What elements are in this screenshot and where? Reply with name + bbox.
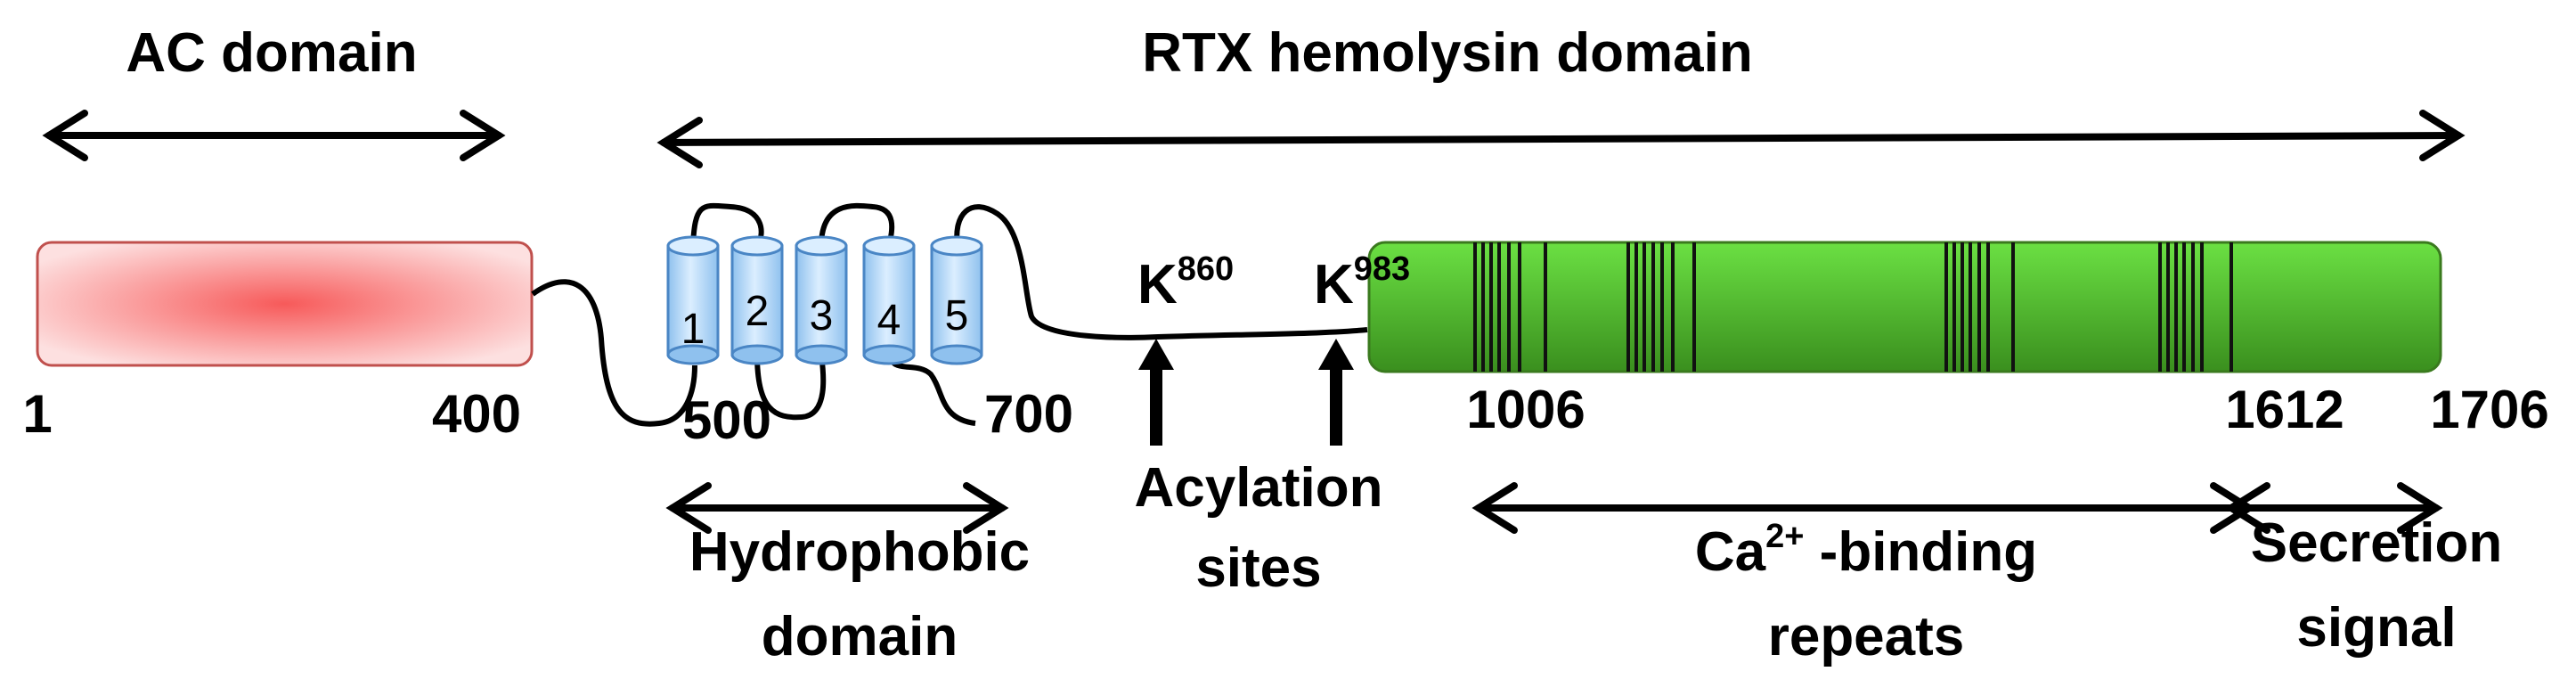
helix-3: 3: [795, 235, 848, 365]
lysine-983-label: K983: [1314, 250, 1410, 315]
acylation-arrow-k983: [1318, 339, 1354, 446]
ac-domain-block: [36, 241, 534, 367]
hydrophobic-label-line1: Hydrophobic: [689, 521, 1030, 583]
acylation-label-line2: sites: [1195, 537, 1321, 599]
position-1612: 1612: [2225, 380, 2344, 439]
position-1006: 1006: [1466, 380, 1585, 439]
ca-binding-label-line1: Ca2+ -binding: [1695, 518, 2037, 583]
helix-1-label: 1: [681, 306, 705, 353]
loop-4-5: [888, 354, 976, 426]
secretion-signal-arrow: [2224, 482, 2443, 534]
helix-3-label: 3: [810, 292, 834, 340]
helix-5: 5: [930, 235, 983, 365]
loop-2-3: [754, 354, 827, 421]
loop-5-out: [954, 204, 1368, 340]
position-400: 400: [432, 384, 521, 444]
hydrophobic-label-line2: domain: [762, 606, 958, 667]
acylation-arrow-k860: [1138, 339, 1174, 446]
helix-2: 2: [730, 235, 784, 365]
position-500: 500: [682, 390, 771, 450]
position-1706: 1706: [2430, 380, 2548, 439]
ac-domain-arrow: [42, 110, 506, 161]
loop-3-4: [819, 202, 895, 247]
ac-domain-label: AC domain: [126, 22, 417, 84]
helix-1: 1: [666, 235, 720, 365]
helix-2-label: 2: [746, 288, 770, 335]
helix-group: 1 2 3 4 5: [666, 235, 983, 365]
rtx-domain-label: RTX hemolysin domain: [1142, 22, 1753, 84]
rtx-domain-block: [1367, 241, 2442, 373]
helix-4-label: 4: [877, 297, 901, 344]
helix-5-label: 5: [945, 292, 969, 340]
hydrophobic-domain-arrow: [665, 482, 1009, 534]
ca-binding-label-line2: repeats: [1768, 606, 1965, 667]
helix-4: 4: [862, 235, 916, 365]
secretion-label-line2: signal: [2296, 597, 2456, 659]
ca-binding-repeat-lines: [1473, 242, 2233, 372]
linker-chain: [531, 279, 697, 427]
lysine-860-label: K860: [1137, 250, 1234, 315]
rtx-domain-arrow: [656, 110, 2466, 168]
position-700: 700: [984, 384, 1073, 444]
secretion-label-line1: Secretion: [2251, 512, 2503, 574]
position-1: 1: [22, 384, 52, 444]
loop-1-2: [690, 202, 764, 248]
acylation-label-line1: Acylation: [1134, 457, 1382, 519]
